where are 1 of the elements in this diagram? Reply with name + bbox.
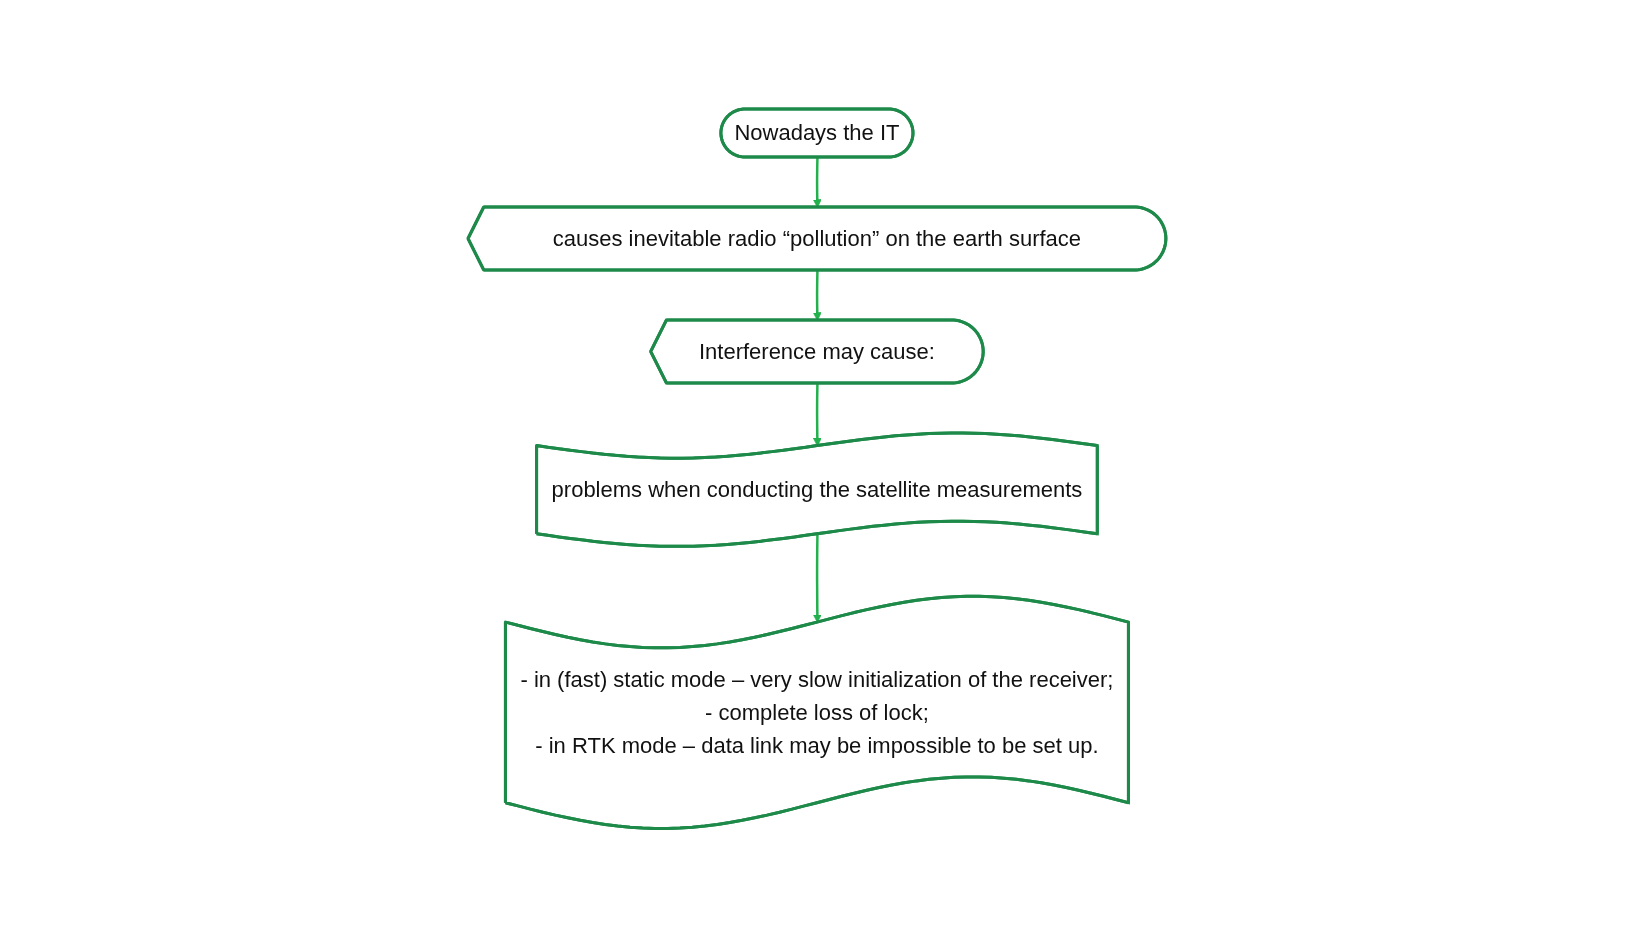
arrow	[813, 383, 822, 447]
